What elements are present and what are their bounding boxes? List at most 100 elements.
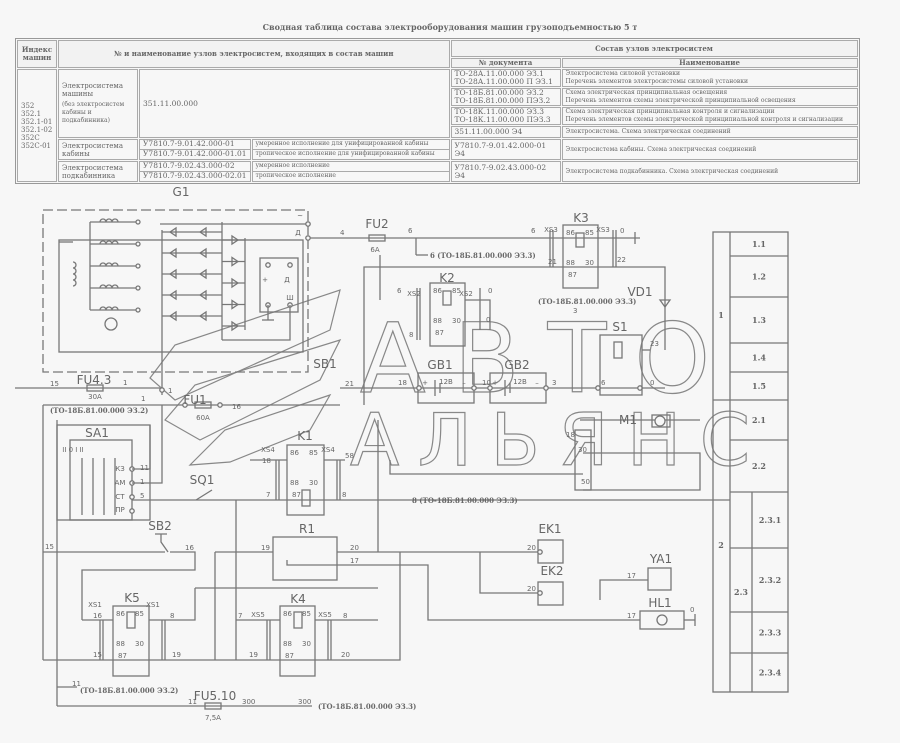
section-cell: 1.1 — [752, 239, 766, 249]
relay-k4 — [279, 605, 316, 677]
wire-number: 23 — [650, 340, 659, 348]
section-cell: 2.1 — [752, 415, 766, 425]
diode-icon — [168, 310, 177, 322]
lamp-icon — [656, 614, 668, 626]
machine-indices: 352 352.1 352.1-01 352.1-02 352С 352С-01 — [17, 69, 57, 182]
section-column — [712, 231, 789, 693]
terminal — [159, 387, 165, 393]
equipment-composition-table: Индекс машин № и наименование узлов элек… — [15, 38, 860, 184]
doc-name-line: Перечень элементов схемы электрической п… — [565, 116, 843, 123]
label-gb1: GB1 — [427, 358, 452, 372]
relay-pin: 86 — [290, 449, 299, 457]
terminal — [305, 235, 311, 241]
machine-index: 352.1 — [21, 109, 42, 118]
doc-no-line: ТО-18К.11.00.000 ЭЗ.3 — [454, 107, 545, 116]
label-reg-sh: Ш — [286, 294, 294, 302]
diode-icon — [231, 234, 240, 246]
wire-number: 0 — [488, 287, 492, 295]
terminal — [217, 402, 223, 408]
relay-pin: 85 — [135, 610, 144, 618]
doc-no-line: ТО-28А.11.00.000 ЭЗ.1 — [454, 69, 544, 78]
variant-desc: умеренное исполнение — [252, 162, 449, 172]
relay-pin: 88 — [433, 317, 442, 325]
table-row: 351.11.00.000 Э4 Электросистема. Схема э… — [17, 126, 858, 138]
coil-icon — [111, 262, 119, 267]
winding-terminal — [135, 241, 141, 247]
motor-icon — [654, 415, 666, 427]
diode-icon — [198, 289, 207, 301]
motor-icon — [651, 414, 671, 428]
relay-pin: 30 — [302, 640, 311, 648]
label-fu1: FU1 — [183, 393, 206, 407]
winding-terminal — [135, 285, 141, 291]
wire — [363, 266, 666, 405]
relay-pin: 86 — [433, 287, 442, 295]
system-name: Электросистема машины — [62, 82, 124, 98]
logo-swoosh — [164, 339, 342, 441]
label-fu1-rating: 60А — [196, 414, 210, 422]
solenoid-icon — [613, 341, 623, 359]
fuse-icon — [194, 401, 212, 409]
wire — [132, 405, 163, 484]
doc-no-line: ТО-18Б.81.00.000 ЭЗ.2 — [454, 88, 544, 97]
label-sb1: SB1 — [313, 357, 336, 371]
label-sb2: SB2 — [148, 519, 171, 533]
label-plus: + — [422, 379, 428, 387]
relay-pin: 30 — [135, 640, 144, 648]
system-note: (без электросистем кабины и подкабинника… — [62, 101, 125, 124]
wire-number: 17 — [350, 557, 359, 565]
diode-icon — [198, 247, 207, 259]
wire-number: 16 — [93, 612, 102, 620]
wire — [389, 460, 583, 475]
label-xs4: XS4 — [261, 446, 275, 454]
wire-number: 1 — [168, 387, 172, 395]
diode-vd1-icon — [658, 299, 672, 309]
coil-icon — [111, 218, 119, 223]
wire — [222, 305, 291, 341]
relay-pin: 86 — [116, 610, 125, 618]
wire-number: 16 — [185, 544, 194, 552]
label-gb2: GB2 — [504, 358, 529, 372]
wire-number: 3 — [552, 379, 556, 387]
label-ek2: EK2 — [540, 564, 563, 578]
wire-number: 300 — [298, 698, 311, 706]
relay-pin: 30 — [585, 259, 594, 267]
label-sa1-pr: ПР — [115, 506, 125, 514]
label-gb-voltage: 12В — [439, 378, 453, 386]
wire — [340, 564, 640, 621]
wire-number: 0 — [690, 606, 694, 614]
relay-coil-icon — [301, 489, 311, 507]
wire — [132, 425, 151, 470]
relay-pin: 88 — [566, 259, 575, 267]
diode-icon — [168, 247, 177, 259]
voltage-regulator — [259, 257, 299, 313]
doc-no-line: ТО-18Б.81.00.000 ПЭЗ.2 — [454, 96, 551, 105]
system-code: 351.11.00.000 — [139, 69, 450, 138]
label-sa1-pos: II 0 I II — [62, 446, 83, 454]
machine-index: 352С — [21, 133, 40, 142]
variant-code: У7810.7-9.02.43.000-02.01 — [143, 172, 247, 180]
reference-r-bottom-left: (ТО-18Б.81.00.000 ЭЗ.2) — [80, 686, 178, 695]
relay-pin: 87 — [292, 491, 301, 499]
section-2: 2 — [718, 540, 724, 550]
label-hl1: HL1 — [648, 596, 671, 610]
table-row: Электросистема кабины У7810.7-9.01.42.00… — [17, 139, 858, 160]
label-sq1: SQ1 — [190, 473, 215, 487]
label-xs1: XS1 — [88, 601, 102, 609]
label-sa1-st: СТ — [115, 493, 125, 501]
wire-number: 18 — [262, 457, 271, 465]
label-k2: K2 — [439, 271, 455, 285]
reference-r-bottom-right: (ТО-18Б.81.00.000 ЭЗ.3) — [318, 702, 416, 711]
relay-pin: 30 — [452, 317, 461, 325]
section-cell: 1.2 — [752, 272, 766, 282]
label-k3: K3 — [573, 211, 589, 225]
table-row: 352 352.1 352.1-01 352.1-02 352С 352С-01… — [17, 69, 858, 182]
system-cabin: Электросистема кабины — [58, 139, 138, 160]
relay-pin: 30 — [309, 479, 318, 487]
wire-number: 1 — [140, 478, 144, 486]
label-xs2: XS2 — [459, 290, 473, 298]
